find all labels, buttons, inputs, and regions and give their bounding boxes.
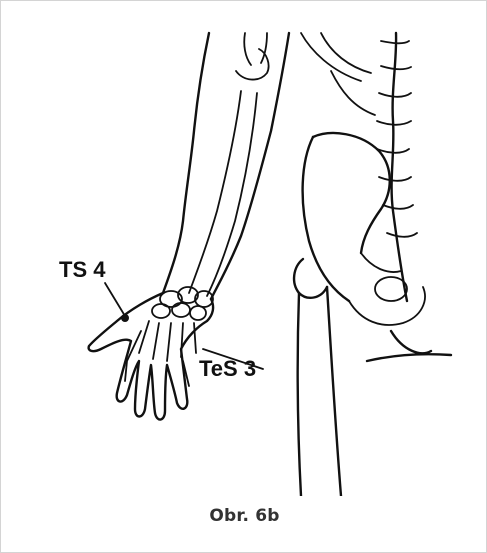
arm-outline-outer bbox=[163, 33, 209, 293]
ts4-leader-line bbox=[105, 283, 125, 316]
humerus-bone bbox=[244, 33, 267, 65]
hand-outline bbox=[89, 293, 213, 420]
ulna-bone bbox=[207, 93, 257, 296]
carpal-bones bbox=[152, 287, 213, 320]
spine bbox=[377, 33, 417, 301]
anatomy-illustration: TS 4 TeS 3 bbox=[31, 31, 461, 496]
tes3-label: TeS 3 bbox=[199, 356, 256, 381]
ts4-label: TS 4 bbox=[59, 257, 106, 282]
femur bbox=[294, 259, 451, 496]
radius-bone bbox=[189, 91, 241, 293]
figure-caption: Obr. 6b bbox=[1, 506, 487, 526]
rib-lines bbox=[301, 33, 375, 115]
arm-hand-acupoint-drawing: TS 4 TeS 3 bbox=[31, 31, 461, 496]
